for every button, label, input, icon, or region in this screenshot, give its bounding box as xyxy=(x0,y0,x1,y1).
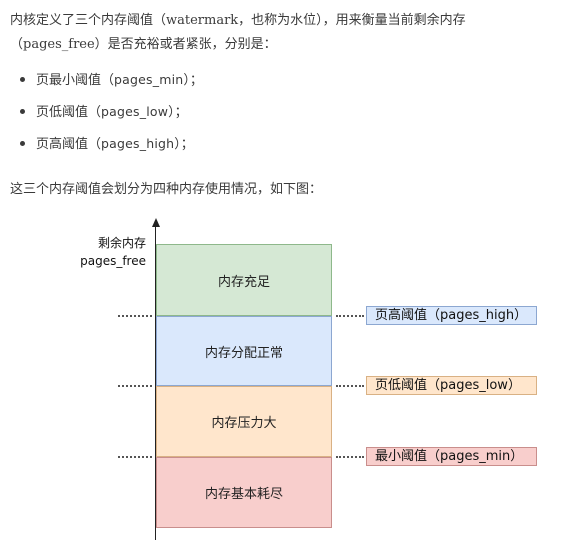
zone-normal: 内存分配正常 xyxy=(156,316,332,386)
dotted-line-left-high xyxy=(118,315,152,317)
threshold-tag-high: 页高阈值（pages_high） xyxy=(366,306,537,325)
zone-pressure: 内存压力大 xyxy=(156,386,332,457)
axis-arrow-icon xyxy=(151,218,160,227)
dotted-line-right-high xyxy=(336,315,364,317)
intro-paragraph: 内核定义了三个内存阈值（watermark，也称为水位），用来衡量当前剩余内存（… xyxy=(10,13,466,52)
zone-exhausted: 内存基本耗尽 xyxy=(156,457,332,528)
threshold-list: 页最小阈值（pages_min）； 页低阈值（pages_low）； 页高阈值（… xyxy=(0,71,203,167)
list-item: 页低阈值（pages_low）； xyxy=(0,103,203,120)
outro-paragraph: 这三个内存阈值会划分为四种内存使用情况，如下图： xyxy=(10,182,323,197)
threshold-tag-min: 最小阈值（pages_min） xyxy=(366,447,537,466)
dotted-line-right-min xyxy=(336,456,364,458)
code-text: pages_min xyxy=(114,72,184,87)
axis-label-line2: pages_free xyxy=(80,254,146,268)
threshold-tag-low: 页低阈值（pages_low） xyxy=(366,376,537,395)
list-item: 页高阈值（pages_high）； xyxy=(0,135,203,152)
code-text: pages_high xyxy=(101,136,175,151)
axis-label-line1: 剩余内存 xyxy=(97,236,146,250)
dotted-line-left-low xyxy=(118,385,152,387)
dotted-line-left-min xyxy=(118,456,152,458)
zone-plenty: 内存充足 xyxy=(156,244,332,316)
code-text: pages_low xyxy=(101,104,169,119)
y-axis xyxy=(155,226,156,540)
dotted-line-right-low xyxy=(336,385,364,387)
list-item: 页最小阈值（pages_min）； xyxy=(0,71,203,88)
